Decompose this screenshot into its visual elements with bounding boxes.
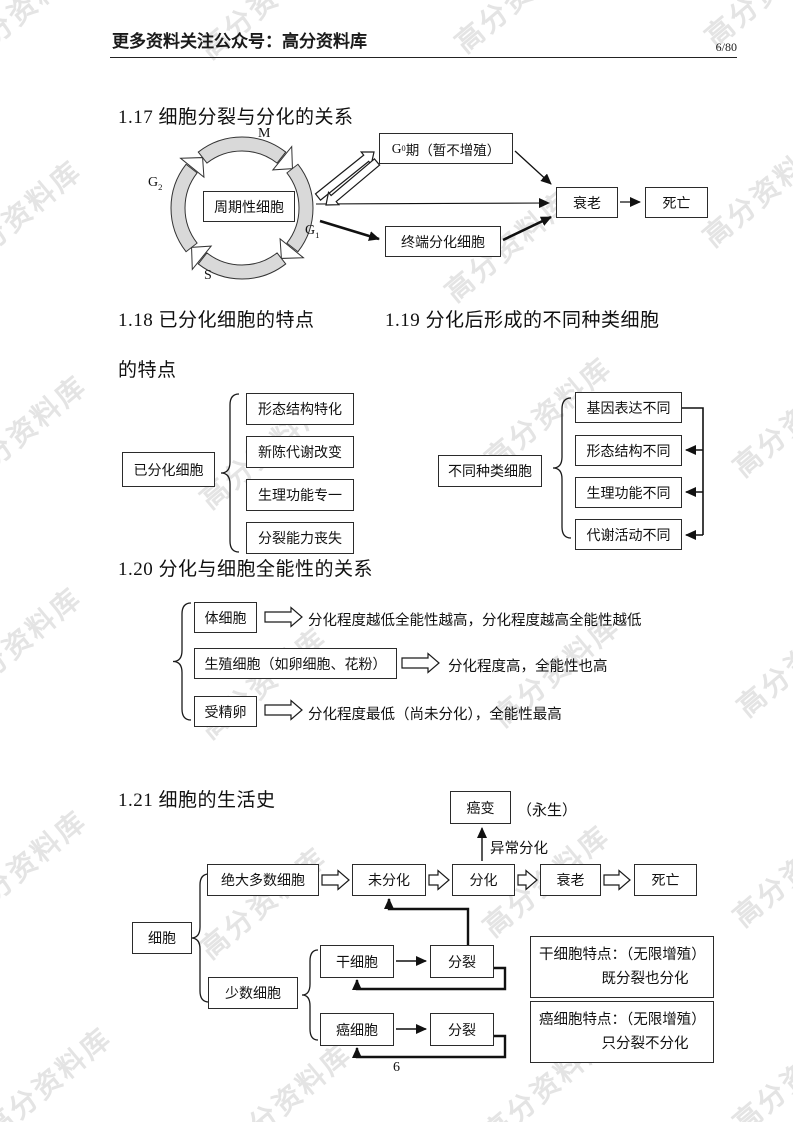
phase-g2-label: G2: [148, 175, 163, 192]
cell-box: 细胞: [132, 922, 192, 954]
germ-cell-box: 生殖细胞（如卵细胞、花粉）: [194, 648, 397, 679]
feature-box-4: 分裂能力丧失: [246, 522, 354, 554]
section-1-20-title: 1.20 分化与细胞全能性的关系: [118, 559, 374, 580]
germ-cell-desc: 分化程度高，全能性也高: [448, 659, 608, 675]
feature-box-2: 新陈代谢改变: [246, 436, 354, 468]
cancer-note-line2: 只分裂不分化: [601, 1035, 689, 1052]
stem-cell-note-box: 干细胞特点：（无限增殖） 既分裂也分化: [530, 936, 714, 998]
zygote-box: 受精卵: [194, 696, 257, 727]
senescence-box: 衰老: [556, 187, 618, 218]
cancer-note-line1: 癌细胞特点：（无限增殖）: [539, 1012, 706, 1028]
footer-page-number: 6: [393, 1060, 400, 1075]
canceration-box: 癌变: [450, 791, 511, 824]
zygote-desc: 分化程度最低（尚未分化），全能性最高: [308, 707, 562, 723]
difference-box-1: 基因表达不同: [575, 392, 682, 423]
somatic-cell-desc: 分化程度越低全能性越高，分化程度越高全能性越低: [308, 613, 642, 629]
phase-s-label: S: [204, 268, 212, 283]
undifferentiated-box: 未分化: [352, 864, 426, 896]
different-cell-types-box: 不同种类细胞: [438, 455, 542, 487]
minority-cells-box: 少数细胞: [208, 977, 298, 1009]
stem-cell-box: 干细胞: [320, 945, 394, 978]
stem-note-line2: 既分裂也分化: [601, 970, 689, 987]
section-1-18-title: 1.18 已分化细胞的特点: [118, 310, 315, 331]
somatic-cell-box: 体细胞: [194, 602, 257, 633]
difference-box-4: 代谢活动不同: [575, 519, 682, 550]
page-indicator: 6/80: [715, 40, 737, 54]
header-title: 更多资料关注公众号：高分资料库: [112, 32, 367, 51]
abnormal-differentiation-label: 异常分化: [490, 841, 548, 857]
differentiated-cell-box: 已分化细胞: [122, 452, 215, 487]
section-1-17-title: 1.17 细胞分裂与分化的关系: [118, 107, 354, 128]
death-box: 死亡: [645, 187, 708, 218]
phase-g1-label: G1: [305, 223, 320, 240]
differentiation-box: 分化: [452, 864, 515, 896]
section-1-21-title: 1.21 细胞的生活史: [118, 790, 276, 811]
feature-box-3: 生理功能专一: [246, 479, 354, 511]
difference-box-2: 形态结构不同: [575, 435, 682, 466]
death-box-2: 死亡: [634, 864, 697, 896]
senescence-box-2: 衰老: [540, 864, 601, 896]
stem-note-line1: 干细胞特点：（无限增殖）: [539, 947, 706, 963]
cancer-divide-box: 分裂: [430, 1013, 494, 1046]
cancer-cell-note-box: 癌细胞特点：（无限增殖） 只分裂不分化: [530, 1001, 714, 1063]
header-rule: [110, 57, 737, 58]
terminal-differentiated-cell-box: 终端分化细胞: [385, 226, 501, 257]
majority-cells-box: 绝大多数细胞: [207, 864, 319, 896]
cycling-cell-box: 周期性细胞: [203, 191, 295, 222]
section-1-19-title: 1.19 分化后形成的不同种类细胞: [385, 310, 660, 331]
difference-box-3: 生理功能不同: [575, 477, 682, 508]
section-1-18-title-line2: 的特点: [118, 360, 177, 381]
stem-divide-box: 分裂: [430, 945, 494, 978]
immortal-label: （永生）: [517, 803, 578, 819]
cancer-cell-box: 癌细胞: [320, 1013, 394, 1046]
phase-m-label: M: [258, 126, 271, 141]
feature-box-1: 形态结构特化: [246, 393, 354, 425]
